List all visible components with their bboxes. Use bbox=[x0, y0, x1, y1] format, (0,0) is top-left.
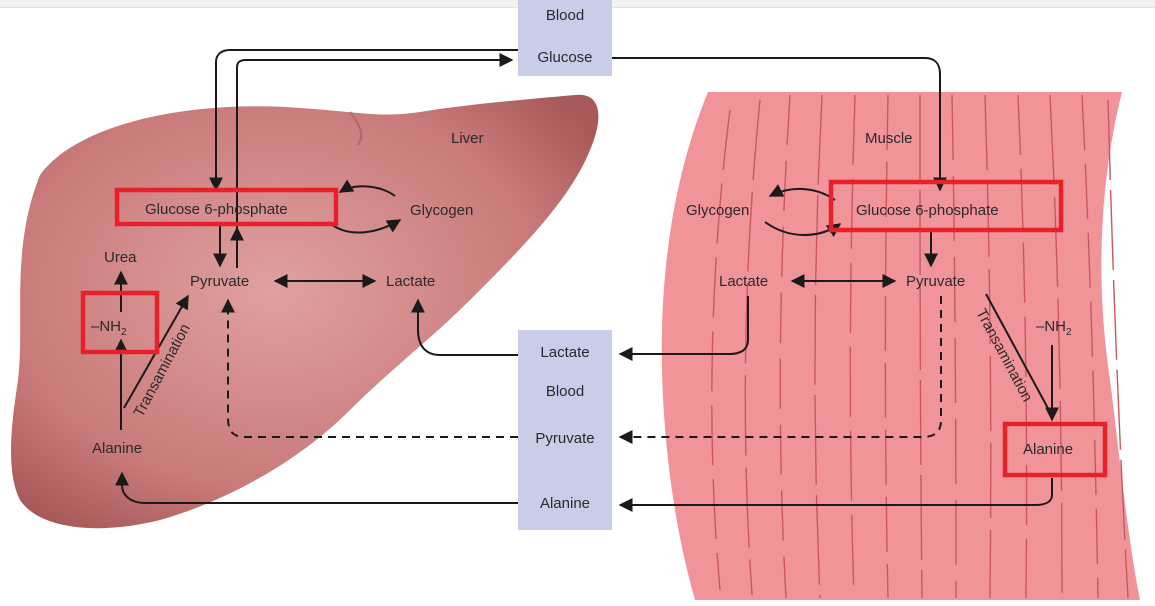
arrow-muscle-lactate-to-blood bbox=[618, 296, 749, 361]
label-blood-glucose: Glucose bbox=[537, 49, 592, 66]
arrow-blood-glucose-to-liver-g6p bbox=[209, 49, 518, 192]
label-liver-glycogen: Glycogen bbox=[410, 202, 473, 219]
blood-box-bottom bbox=[518, 330, 612, 530]
label-muscle-glycogen: Glycogen bbox=[686, 202, 749, 219]
label-muscle-alanine: Alanine bbox=[1023, 441, 1073, 458]
label-liver-g6p: Glucose 6-phosphate bbox=[145, 201, 288, 218]
arrow-blood-glucose-to-muscle bbox=[612, 57, 947, 192]
arrow-blood-lactate-to-liver bbox=[411, 298, 518, 356]
label-blood-pyruvate: Pyruvate bbox=[535, 430, 594, 447]
label-muscle-nh2: –NH2 bbox=[1036, 318, 1072, 338]
label-muscle-g6p: Glucose 6-phosphate bbox=[856, 202, 999, 219]
highlight-liver-nh2 bbox=[80, 290, 160, 355]
muscle-fibers bbox=[711, 94, 1129, 599]
label-liver-nh2: –NH2 bbox=[91, 318, 127, 338]
label-liver-alanine: Alanine bbox=[92, 440, 142, 457]
highlight-muscle-g6p bbox=[828, 179, 1064, 233]
liver-lobe-crease bbox=[349, 111, 363, 146]
muscle-tissue bbox=[661, 92, 1140, 600]
arrow-muscle-transamination bbox=[985, 293, 1051, 413]
label-liver-pyruvate: Pyruvate bbox=[190, 273, 249, 290]
arrow-liver-to-blood-glucose bbox=[236, 53, 514, 255]
label-blood-alanine: Alanine bbox=[540, 495, 590, 512]
label-blood-mid: Blood bbox=[546, 383, 584, 400]
label-liver-urea: Urea bbox=[104, 249, 137, 266]
label-liver: Liver bbox=[451, 130, 484, 147]
arrow-liver-glycogen-to-g6p bbox=[338, 179, 396, 197]
label-liver-lactate: Lactate bbox=[386, 273, 435, 290]
highlight-liver-g6p bbox=[114, 187, 339, 227]
label-blood-top: Blood bbox=[546, 7, 584, 24]
liver-organ bbox=[11, 94, 599, 529]
arrow-blood-pyruvate-to-liver bbox=[221, 298, 518, 438]
arrow-blood-alanine-to-liver bbox=[115, 471, 518, 504]
label-muscle-pyruvate: Pyruvate bbox=[906, 273, 965, 290]
label-blood-lactate: Lactate bbox=[540, 344, 589, 361]
arrow-liver-g6p-to-glycogen bbox=[327, 219, 402, 234]
blood-box-top bbox=[518, 0, 612, 76]
highlight-muscle-alanine bbox=[1002, 421, 1108, 478]
label-muscle-lactate: Lactate bbox=[719, 273, 768, 290]
arrow-muscle-alanine-to-blood bbox=[618, 478, 1053, 512]
label-muscle: Muscle bbox=[865, 130, 913, 147]
